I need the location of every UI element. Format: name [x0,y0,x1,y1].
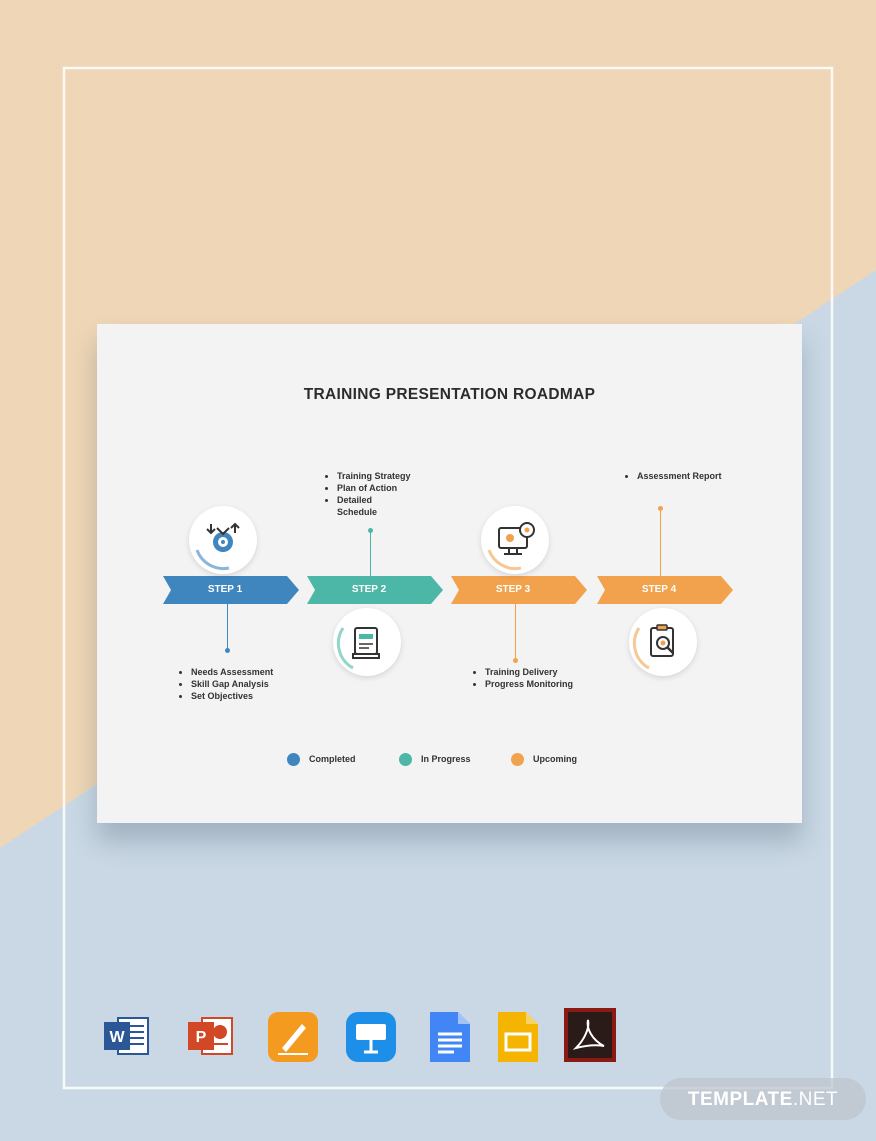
step-2-arrow: STEP 2 [307,576,443,604]
bullet-item: Detailed Schedule [337,494,399,518]
legend-label: Completed [309,754,356,764]
step-2-label: STEP 2 [351,584,387,595]
step-2-arrow-shape [307,576,443,604]
legend-dot [287,753,300,766]
pages-icon[interactable] [266,1008,320,1062]
step-1-connector [227,604,228,650]
step-4-bullets: Assessment Report [621,470,723,482]
step-1-arrow: STEP 1 [163,576,299,604]
step-1-label: STEP 1 [207,584,243,595]
step-4-arrow: STEP 4 [597,576,733,604]
step-1-bullets: Needs Assessment Skill Gap Analysis Set … [175,666,309,702]
document-scroll-icon [336,627,380,670]
watermark-text: TEMPLATE.NET [660,1089,866,1111]
legend-dot [399,753,412,766]
monitor-gear-icon [487,522,535,571]
step-4-connector-dot [658,506,663,511]
template-net-watermark: TEMPLATE.NET [660,1078,866,1120]
step-3-icon-circle [481,506,549,574]
google-docs-icon[interactable] [422,1008,476,1062]
step-3-arrow: STEP 3 [451,576,587,604]
step-4-icon-circle [629,608,697,676]
step-2-bullets: Training Strategy Plan of Action Detaile… [321,470,411,518]
step-4-arrow-shape [597,576,733,604]
bullet-item: Assessment Report [637,470,723,482]
word-icon[interactable]: W [100,1008,154,1062]
bullet-item: Training Delivery [485,666,585,678]
step-1-connector-dot [225,648,230,653]
acrobat-icon[interactable] [562,1008,616,1062]
watermark-suffix: .NET [792,1089,839,1110]
step-3-arrow-shape [451,576,587,604]
bullet-item: Skill Gap Analysis [191,678,309,690]
step-4-label: STEP 4 [641,584,677,595]
bullet-item: Training Strategy [337,470,411,482]
slide-title: TRAINING PRESENTATION ROADMAP [303,386,596,403]
powerpoint-letter: P [196,1029,207,1046]
step-3-label: STEP 3 [495,584,531,595]
step-3-bullets: Training Delivery Progress Monitoring [469,666,585,690]
legend-label: Upcoming [533,754,577,764]
bullet-item: Plan of Action [337,482,411,494]
roadmap-slide: TRAINING PRESENTATION ROADMAP Training S… [97,324,802,823]
step-4-connector [660,508,661,576]
bullet-item: Needs Assessment [191,666,309,678]
step-2-connector [370,530,371,576]
watermark-brand: TEMPLATE [687,1089,793,1110]
step-1-arrow-shape [163,576,299,604]
powerpoint-icon[interactable]: P [184,1008,238,1062]
target-arrows-icon [195,522,240,571]
legend-dot [511,753,524,766]
legend-label: In Progress [421,754,471,764]
step-2-icon-circle [333,608,401,676]
bullet-item: Progress Monitoring [485,678,585,690]
keynote-icon[interactable] [344,1008,398,1062]
step-3-connector [515,604,516,660]
frame-border [62,66,834,1090]
word-letter: W [109,1029,125,1046]
step-3-connector-dot [513,658,518,663]
google-slides-icon[interactable] [490,1008,544,1062]
step-1-icon-circle [189,506,257,574]
step-2-connector-dot [368,528,373,533]
bullet-item: Set Objectives [191,690,309,702]
clipboard-search-icon [632,624,674,670]
